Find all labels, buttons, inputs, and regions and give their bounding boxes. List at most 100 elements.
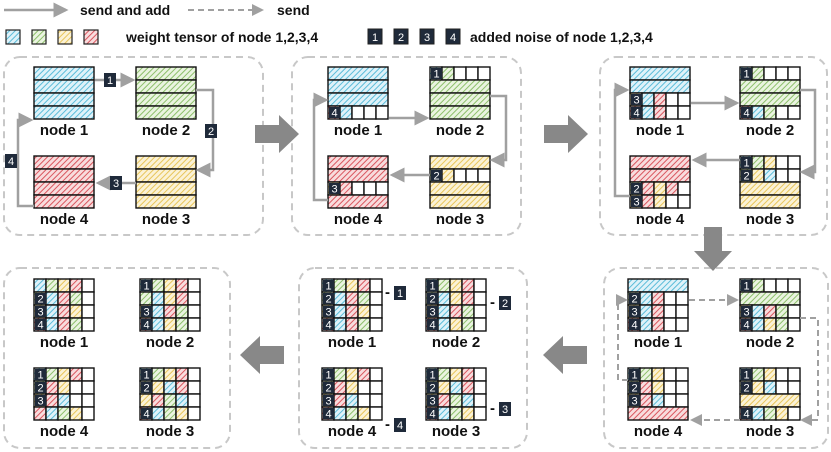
tensor-cell — [751, 367, 765, 382]
tensor-cell — [369, 304, 383, 319]
tensor-row — [327, 79, 389, 94]
tensor-cell — [345, 367, 359, 382]
tensor-row — [429, 105, 491, 120]
noise-digit-4: 4 — [743, 108, 749, 120]
noise-digit-1: 1 — [325, 370, 331, 382]
tensor-cell — [339, 181, 353, 196]
noise-digit-4: 4 — [429, 409, 435, 421]
noise-box-4 — [427, 408, 438, 419]
tensor-cell — [151, 278, 165, 293]
node-4-tensor — [33, 155, 95, 209]
noise-box-3 — [629, 395, 640, 406]
tensor-cell — [369, 367, 383, 382]
tensor-cell — [69, 291, 83, 306]
tensor-cell — [775, 66, 789, 81]
node-label: node 3 — [432, 423, 480, 440]
tensor-cell — [345, 278, 359, 293]
noise-digit-2: 2 — [633, 184, 639, 196]
tensor-cell — [675, 317, 689, 332]
node-3-tensor: 124 — [139, 367, 201, 421]
tensor-cell — [187, 304, 201, 319]
noise-digit-1: 1 — [743, 281, 749, 293]
tensor-row — [327, 168, 389, 183]
tensor-cell — [357, 393, 371, 408]
tensor-cell — [57, 304, 71, 319]
tensor-cell — [763, 168, 777, 183]
noise-digit-2: 2 — [429, 294, 435, 306]
noise-box-1 — [427, 369, 438, 380]
noise-digit-4: 4 — [450, 32, 456, 44]
noise-digit-2: 2 — [37, 383, 43, 395]
tensor-cell — [187, 406, 201, 421]
noise-box-1 — [741, 157, 752, 168]
noise-box-4 — [141, 319, 152, 330]
tensor-cell — [369, 406, 383, 421]
tensor-cell — [441, 168, 455, 183]
arrow-node4-to-node1 — [312, 92, 329, 202]
noise-digit-3: 3 — [325, 307, 331, 319]
tensor-cell — [81, 278, 95, 293]
noise-digit-3: 3 — [429, 307, 435, 319]
tensor-cell — [651, 393, 665, 408]
tensor-cell — [639, 367, 653, 382]
node-label: node 2 — [142, 122, 190, 139]
tensor-cell — [345, 291, 359, 306]
noise-digit-3: 3 — [331, 184, 337, 196]
tensor-cell — [357, 367, 371, 382]
tensor-cell — [163, 278, 177, 293]
arrow-node2-to-node3 — [799, 88, 817, 180]
tensor-cell — [187, 393, 201, 408]
noise-box-3 — [323, 306, 334, 317]
noise-digit-2: 2 — [37, 294, 43, 306]
tensor-cell — [473, 317, 487, 332]
tensor-cell — [163, 393, 177, 408]
tensor-cell — [763, 380, 777, 395]
panel-1 — [3, 56, 264, 236]
tensor-cell — [461, 317, 475, 332]
tensor-cell — [665, 92, 679, 107]
tensor-cell — [333, 291, 347, 306]
noise-box-4 — [445, 28, 461, 45]
tensor-cell — [639, 304, 653, 319]
tensor-row — [739, 181, 801, 196]
node-4-tensor: 23 — [629, 155, 691, 209]
tensor-cell — [437, 278, 451, 293]
tensor-cell — [175, 406, 189, 421]
noise-digit-2: 2 — [433, 171, 439, 183]
tensor-cell — [763, 406, 777, 421]
tensor-cell — [641, 181, 655, 196]
noise-box-4 — [329, 107, 340, 118]
noise-box-1 — [629, 369, 640, 380]
node-label: node 4 — [40, 423, 89, 440]
tensor-cell — [653, 105, 667, 120]
noise-digit-3: 3 — [143, 307, 149, 319]
tensor-cell — [187, 317, 201, 332]
tensor-cell — [151, 291, 165, 306]
noise-box-4 — [427, 319, 438, 330]
noise-box-4 — [741, 408, 752, 419]
tensor-cell — [363, 105, 377, 120]
tensor-row — [135, 66, 197, 81]
tensor-cell — [369, 380, 383, 395]
noise-box-1 — [35, 369, 46, 380]
tensor-cell — [675, 393, 689, 408]
tensor-cell — [473, 393, 487, 408]
legend-swatches — [5, 29, 99, 45]
tensor-cell — [175, 291, 189, 306]
tensor-row — [327, 66, 389, 81]
tensor-cell — [675, 291, 689, 306]
tensor-cell — [775, 155, 789, 170]
tensor-cell — [351, 181, 365, 196]
tensor-cell — [653, 194, 667, 209]
tensor-cell — [651, 291, 665, 306]
noise-box-3 — [35, 306, 46, 317]
tensor-cell — [345, 317, 359, 332]
tensor-cell — [151, 393, 165, 408]
tensor-cell — [151, 317, 165, 332]
noise-box-3 — [419, 28, 435, 45]
